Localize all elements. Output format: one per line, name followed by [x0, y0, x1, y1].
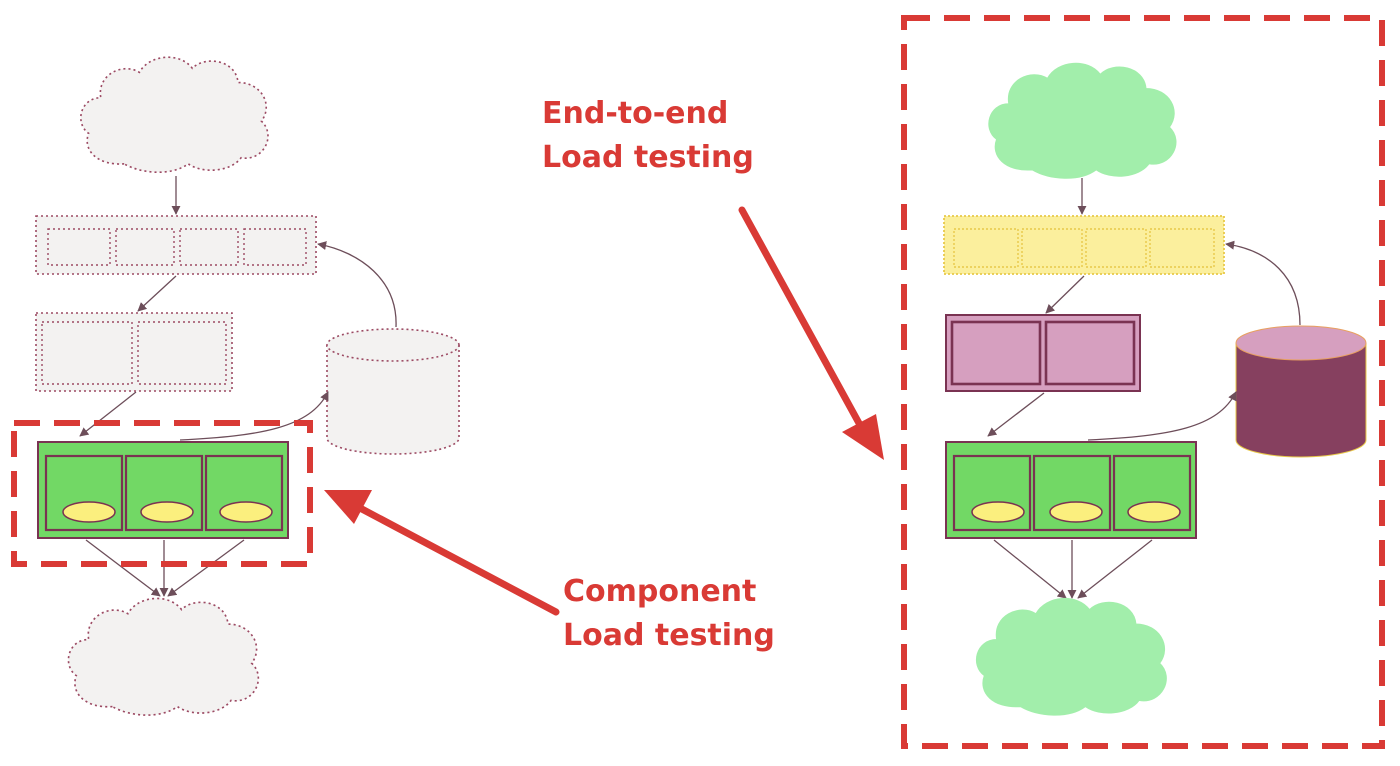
end-to-end-label: End-to-end Load testing	[542, 92, 754, 180]
database-icon	[326, 328, 460, 455]
frontend-layer	[35, 215, 317, 275]
database-icon	[1235, 325, 1367, 458]
connector-arrow	[79, 391, 137, 437]
connector-arrow	[179, 391, 329, 441]
cloud-icon	[975, 597, 1167, 716]
connector-arrow	[137, 275, 177, 312]
service-layer	[35, 312, 233, 392]
component-layer	[945, 441, 1197, 539]
end-to-end-label-line-1: End-to-end	[542, 96, 729, 131]
connector-arrow	[317, 241, 397, 328]
connector-arrow	[1087, 391, 1237, 441]
connector-arrow	[85, 539, 161, 597]
connector-arrow	[1225, 240, 1301, 326]
cloud-icon	[80, 56, 269, 174]
end-to-end-label-line-2: Load testing	[542, 140, 754, 175]
component-label-line-1: Component	[563, 574, 757, 609]
component-scope-highlight	[11, 420, 313, 567]
end-to-end-pointer-arrow	[738, 206, 884, 460]
connector-arrow	[993, 539, 1067, 599]
component-pointer-arrow	[324, 490, 560, 616]
connector-arrow	[1077, 539, 1153, 599]
service-layer	[945, 314, 1141, 392]
component-under-test	[37, 441, 289, 539]
cloud-icon	[988, 62, 1177, 179]
end-to-end-scope-highlight	[901, 15, 1385, 749]
end-to-end-architecture	[901, 15, 1385, 749]
connector-arrow	[1045, 275, 1085, 314]
frontend-layer	[943, 215, 1225, 275]
connector-arrow	[987, 392, 1045, 437]
component-label: Component Load testing	[563, 570, 775, 658]
cloud-icon	[67, 597, 260, 716]
component-architecture	[11, 56, 460, 716]
component-label-line-2: Load testing	[563, 618, 775, 653]
connector-arrow	[167, 539, 245, 597]
